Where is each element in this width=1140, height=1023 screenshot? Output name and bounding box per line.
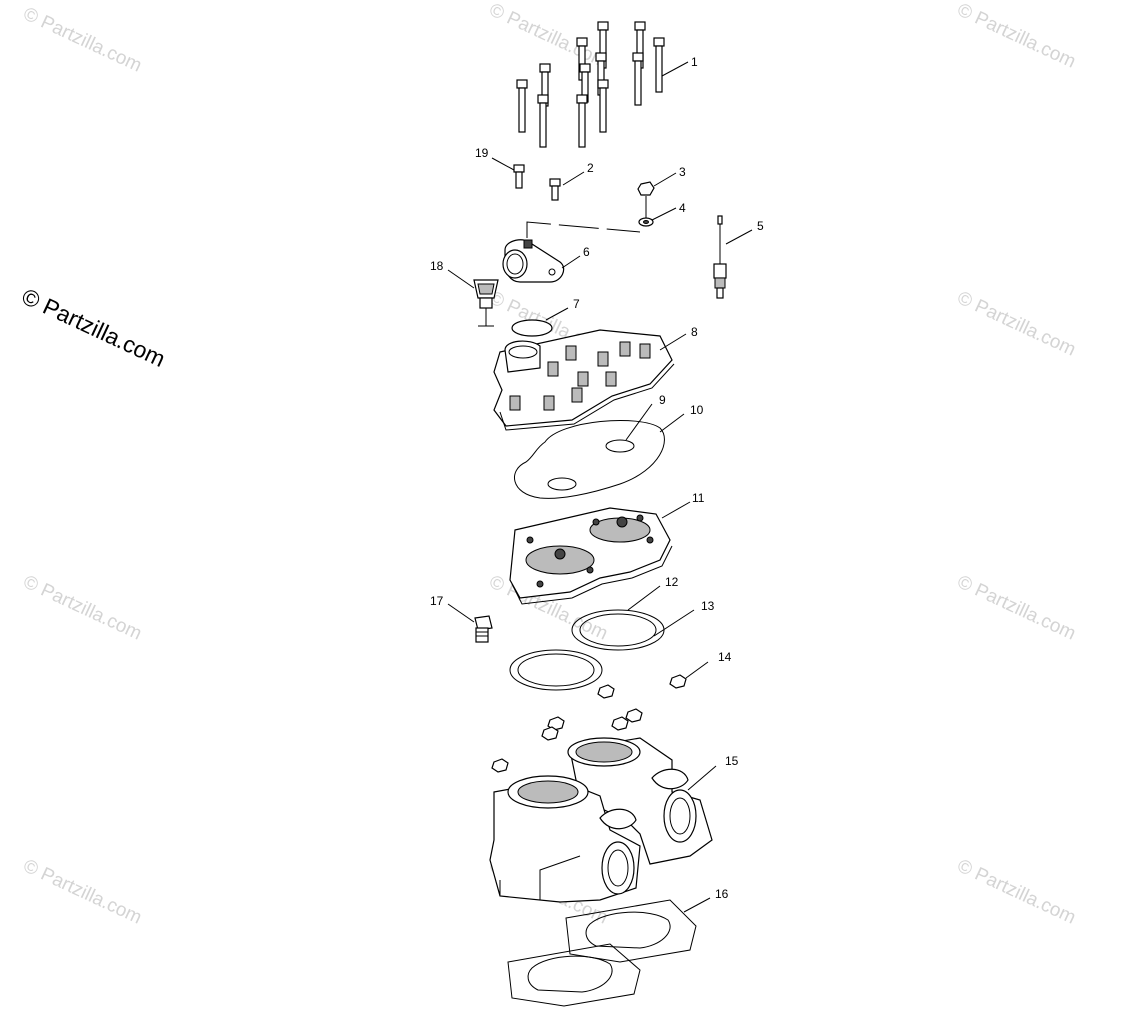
part-14-nuts [491,661,709,773]
part-9-o-rings [547,403,653,491]
callout-2: 2 [587,161,594,175]
part-4-washer [638,196,677,227]
callout-9: 9 [659,393,666,407]
part-12-head-gasket-lower [509,585,661,691]
part-17-fitting [447,603,493,643]
part-10-cover-gasket [514,413,685,499]
part-15-cylinder-block [489,737,717,903]
callout-3: 3 [679,165,686,179]
part-8-head-cover [493,329,687,431]
watermark-bottom-left: © Partzilla.com [20,855,145,928]
callout-6: 6 [583,245,590,259]
part-2-bolt [549,171,585,201]
callout-14: 14 [718,650,732,664]
part-13-head-gasket-upper [571,609,695,651]
part-6-thermostat-housing [502,239,581,283]
callout-labels: 1 2 3 4 5 6 7 8 9 10 11 12 13 14 15 16 1… [430,55,764,901]
watermark-top-left: © Partzilla.com [20,3,145,76]
watermark-mid-right: © Partzilla.com [954,287,1079,360]
callout-18: 18 [430,259,444,273]
watermark-lower-right: © Partzilla.com [954,571,1079,644]
callout-15: 15 [725,754,739,768]
callout-11: 11 [692,491,705,505]
part-7-o-ring [511,307,569,337]
callout-17: 17 [430,594,444,608]
watermark-top-center: © Partzilla.com [486,0,611,73]
callout-5: 5 [757,219,764,233]
callout-7: 7 [573,297,580,311]
part-5-sensor [713,215,753,299]
watermark-bottom-right: © Partzilla.com [954,855,1079,928]
watermark-lower-left: © Partzilla.com [20,571,145,644]
callout-12: 12 [665,575,679,589]
part-16-base-gaskets [507,897,711,1007]
callout-13: 13 [701,599,715,613]
callout-8: 8 [691,325,698,339]
part-19-bolt [491,157,525,189]
watermark-top-right: © Partzilla.com [954,0,1079,73]
watermark-main: © Partzilla.com [18,283,169,372]
callout-10: 10 [690,403,704,417]
callout-4: 4 [679,201,686,215]
callout-16: 16 [715,887,729,901]
callout-1: 1 [691,55,698,69]
callout-19: 19 [475,146,489,160]
part-11-cylinder-head [509,501,691,605]
part-18-thermostat [447,269,499,327]
part-1-head-bolts [516,21,689,148]
part-3-nut [637,172,677,196]
